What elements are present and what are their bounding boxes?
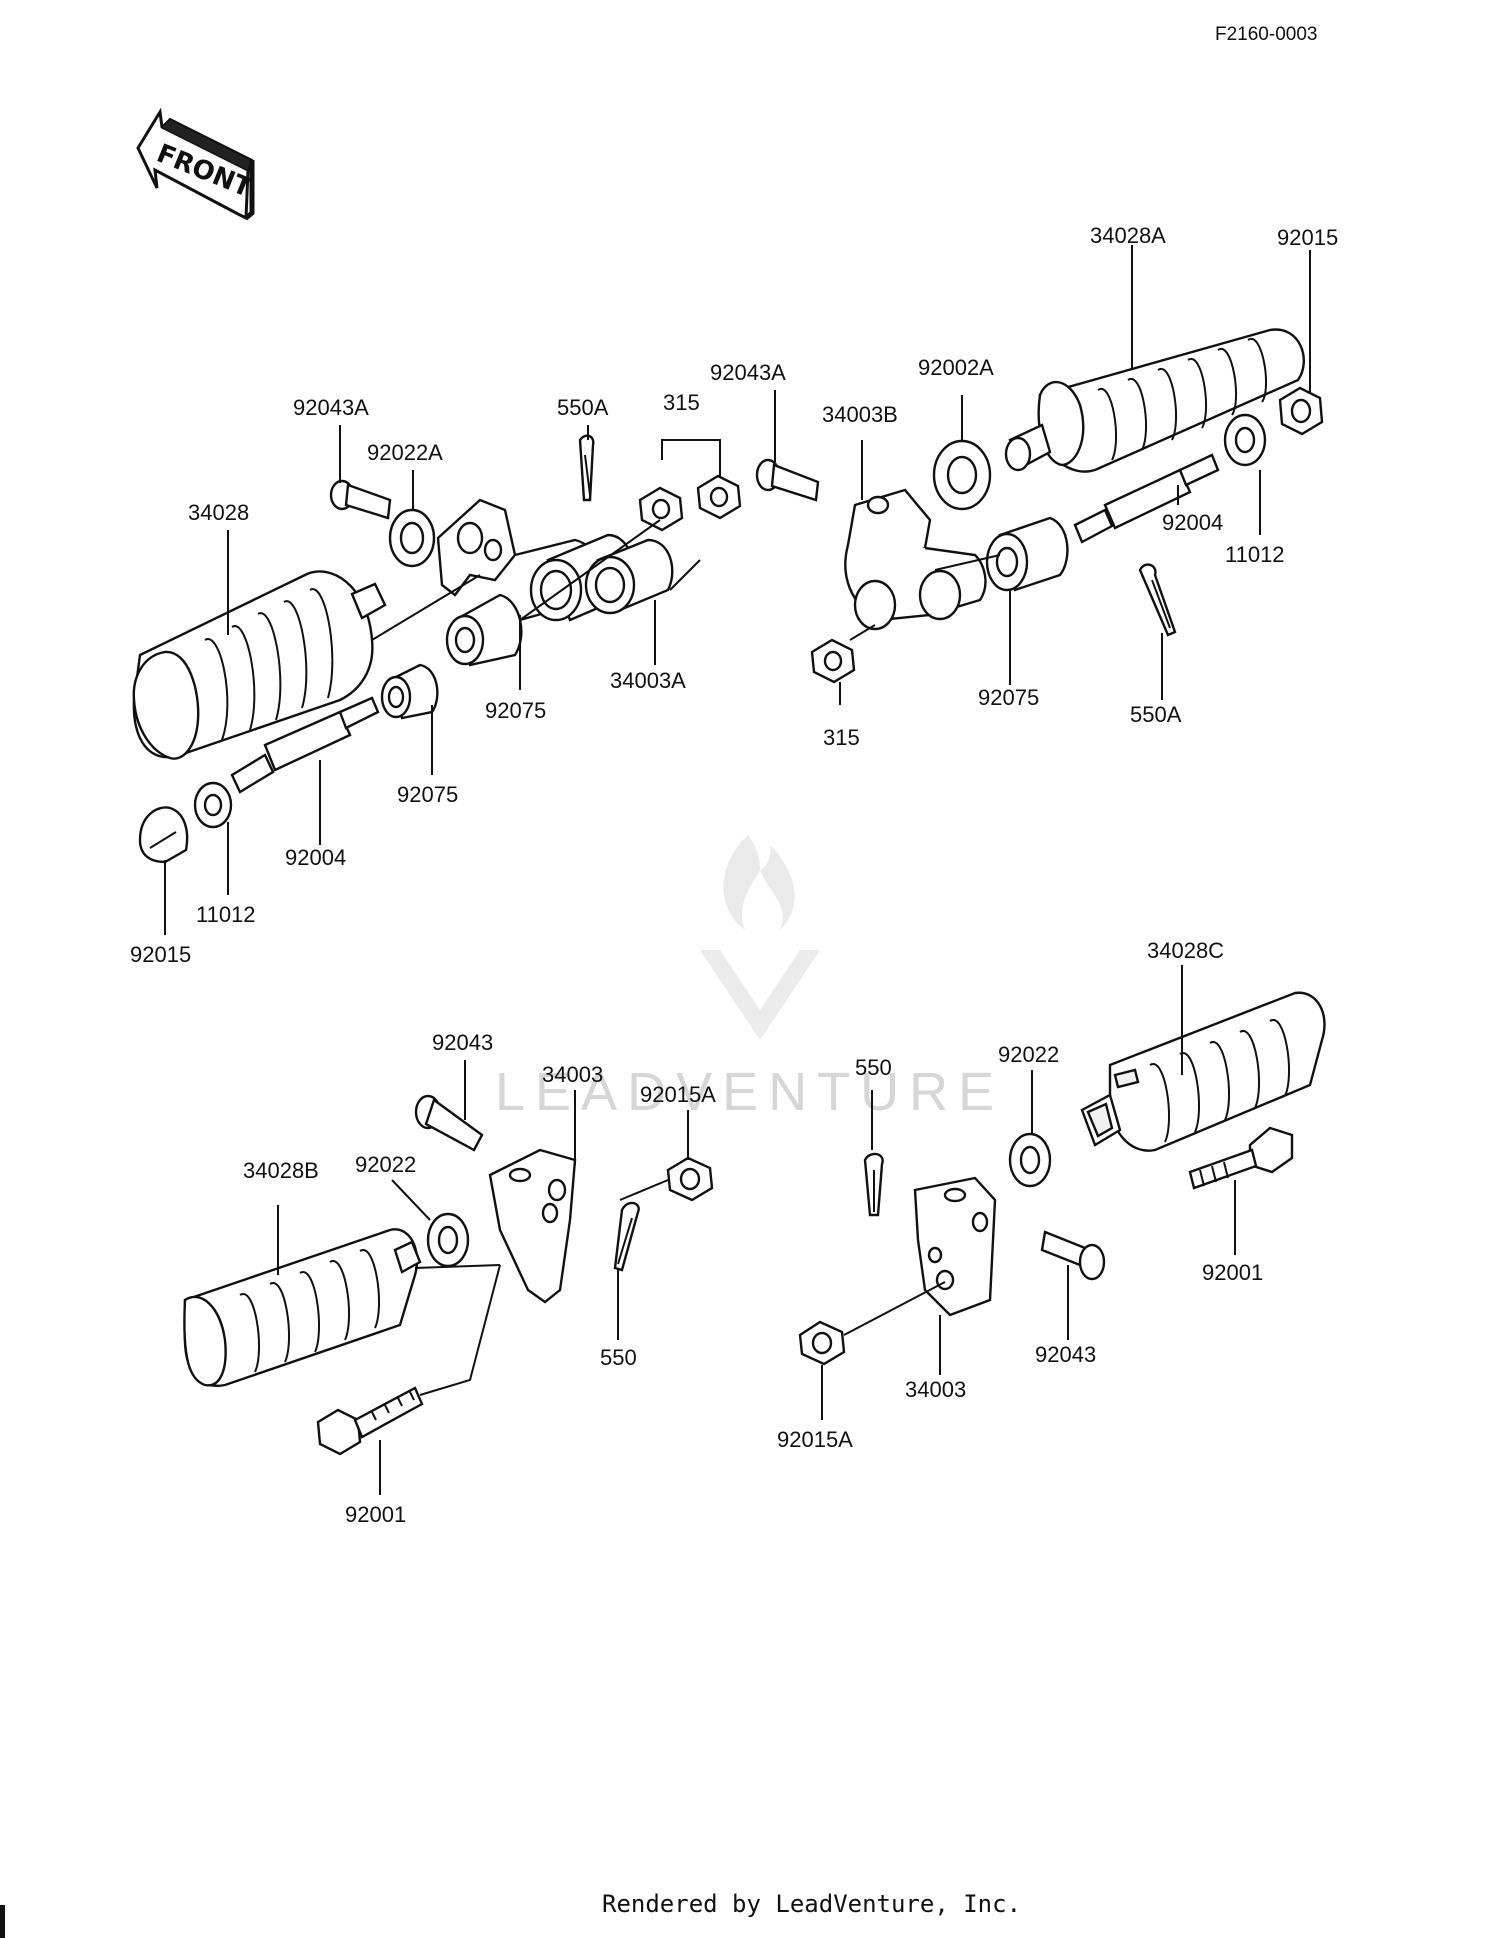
- part-labels: 34028A 92015 92043A 92002A 315 550A 3400…: [130, 223, 1338, 1527]
- footpeg-34028A: [1004, 328, 1305, 473]
- nut-315-right: [696, 474, 742, 520]
- leader-lines: [164, 245, 1311, 1495]
- label-92004-left: 92004: [285, 845, 346, 870]
- label-92043-right: 92043: [1035, 1342, 1096, 1367]
- bolt-92043A-right: [755, 458, 820, 502]
- cotter-pin-550-right: [863, 1152, 884, 1217]
- label-315-top: 315: [663, 390, 700, 415]
- label-34028B: 34028B: [243, 1158, 319, 1183]
- label-92022-left: 92022: [355, 1152, 416, 1177]
- label-34028C: 34028C: [1147, 938, 1224, 963]
- label-11012-right: 11012: [1225, 542, 1285, 567]
- label-92022-right: 92022: [998, 1042, 1059, 1067]
- label-550-left: 550: [600, 1345, 637, 1370]
- label-92004-right: 92004: [1162, 510, 1223, 535]
- bolt-92043-left: [414, 1094, 484, 1152]
- label-92015A-right: 92015A: [777, 1427, 853, 1452]
- nut-315-bottom: [810, 638, 856, 684]
- acorn-nut-92015-left: [138, 806, 189, 864]
- label-92075-center: 92075: [485, 698, 546, 723]
- bushing-92075-left: [380, 663, 439, 720]
- cotter-pin-550A-right: [1138, 563, 1177, 637]
- cotter-pin-550-left: [613, 1201, 640, 1272]
- label-34003B: 34003B: [822, 402, 898, 427]
- front-arrow-icon: FRONT: [136, 107, 256, 221]
- bolt-92001-left: [316, 1386, 424, 1456]
- label-92075-right: 92075: [978, 685, 1039, 710]
- label-92043-left: 92043: [432, 1030, 493, 1055]
- edge-mark: [0, 1905, 5, 1938]
- bolt-92001-right: [1188, 1126, 1294, 1190]
- label-92015A-left: 92015A: [640, 1082, 716, 1107]
- label-11012-left: 11012: [196, 902, 256, 927]
- label-92001-left: 92001: [345, 1502, 406, 1527]
- footpeg-34028C: [1080, 991, 1326, 1152]
- bracket-34003-left: [488, 1148, 577, 1304]
- label-92015-top: 92015: [1277, 225, 1338, 250]
- label-315-bottom: 315: [823, 725, 860, 750]
- nut-315-left: [638, 486, 684, 532]
- assembly-lines-bottom-left: [414, 1179, 669, 1396]
- watermark-text: LEADVENTURE: [495, 1062, 1004, 1122]
- bracket-34003B: [844, 488, 987, 631]
- label-34028: 34028: [188, 500, 249, 525]
- footer-credit: Rendered by LeadVenture, Inc.: [602, 1890, 1021, 1918]
- label-34003A: 34003A: [610, 668, 686, 693]
- label-92002A: 92002A: [918, 355, 994, 380]
- label-34003-right: 34003: [905, 1377, 966, 1402]
- label-92075-left: 92075: [397, 782, 458, 807]
- label-550A-right: 550A: [1130, 702, 1182, 727]
- bushing-92075-right: [985, 516, 1069, 592]
- pin-92004-left: [230, 696, 380, 794]
- label-550-right: 550: [855, 1055, 892, 1080]
- nut-92015-right: [1278, 386, 1324, 436]
- watermark-logo-icon: [700, 835, 820, 1040]
- collar-34003A: [529, 533, 674, 622]
- assembly-lines-bottom-right: [843, 1281, 946, 1336]
- label-550A-top: 550A: [557, 395, 609, 420]
- assembly-lines-top: [371, 519, 1001, 641]
- bracket-34003-right: [913, 1176, 997, 1317]
- footpeg-34028: [132, 570, 387, 760]
- label-92001-right: 92001: [1202, 1260, 1263, 1285]
- bolt-92043-right: [1040, 1230, 1106, 1281]
- label-34003-left: 34003: [542, 1062, 603, 1087]
- label-92022A: 92022A: [367, 440, 443, 465]
- bushing-92075-center: [445, 593, 523, 667]
- label-92043A-left: 92043A: [293, 395, 369, 420]
- footpeg-34028B: [183, 1228, 422, 1387]
- cotter-pin-550A-top: [578, 434, 595, 502]
- nut-92015A-left: [666, 1156, 714, 1202]
- label-92043A-right: 92043A: [710, 360, 786, 385]
- pin-92004-right: [1073, 453, 1220, 544]
- diagram-code: F2160-0003: [1215, 24, 1317, 45]
- nut-92015A-right: [798, 1320, 846, 1366]
- label-92015-left: 92015: [130, 942, 191, 967]
- label-34028A: 34028A: [1090, 223, 1166, 248]
- bolt-92043A-left: [329, 479, 392, 520]
